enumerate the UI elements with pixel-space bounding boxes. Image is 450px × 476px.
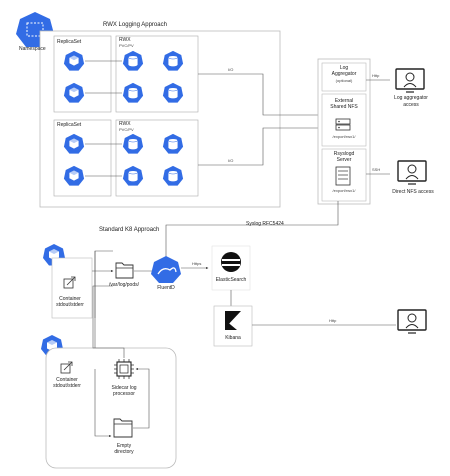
replicaset-box-2 [53, 119, 112, 197]
log-aggregator-label: Log [339, 65, 349, 71]
kibana-box [213, 305, 253, 347]
log-aggregator-box [321, 62, 367, 92]
empty-directory-label-1: Empty [116, 443, 132, 449]
nfs-access-user-icon [397, 160, 427, 185]
kibana-icon [225, 311, 241, 330]
sidecar-chip-icon [114, 359, 134, 379]
empty-directory-label-2: directory [114, 449, 134, 455]
rwx-volume-label-2: RWX [119, 121, 131, 127]
https-label: Https [192, 261, 202, 266]
nfs-label-2: Shared NFS [330, 104, 358, 110]
replicaset-box-1 [53, 35, 112, 113]
connector-line [133, 367, 150, 429]
ssh-label: SSH [372, 167, 381, 172]
elasticsearch-icon [221, 252, 241, 272]
container-label: Container [59, 296, 81, 302]
connector-line [94, 369, 112, 438]
kibana-http-label: Http [329, 318, 337, 323]
sidecar-container-output-icon [60, 361, 73, 374]
rsyslog-label-2: Server [336, 157, 352, 163]
varlog-label: /var/log/pods/ [108, 282, 140, 288]
elastic-label: ElasticSearch [215, 277, 247, 283]
namespace-label: Namespace [19, 46, 46, 52]
rsyslog-server-icon [335, 166, 351, 186]
fluentd-label: FluentD [157, 285, 175, 291]
log-access-user-icon [395, 68, 425, 93]
empty-directory-folder-icon [113, 418, 133, 438]
io-label-1: I/O [228, 67, 234, 72]
sidecar-pod-box [45, 347, 177, 469]
io-line-1 [198, 73, 330, 116]
container-output-icon [63, 276, 76, 289]
nfs-access-label: Direct NFS access [392, 189, 434, 195]
log-access-label-2: access [403, 102, 419, 108]
nfs-box [321, 93, 367, 147]
syslog-line [165, 201, 339, 258]
sidecar-container-label: Container [56, 377, 78, 383]
kibana-label: Kibana [225, 335, 241, 341]
fluentd-icon [151, 256, 181, 283]
replicaset-label-2: ReplicaSet [57, 122, 82, 128]
standard-title: Standard K8 Approach [99, 227, 160, 233]
rwx-volume-box-2 [115, 119, 199, 197]
sidecar-label-1: Sidecar log [111, 385, 137, 391]
replicaset-label-1: ReplicaSet [57, 39, 82, 45]
rwx-volume-label-1: RWX [119, 37, 131, 43]
rsyslog-label-1: Rsyslogd [333, 151, 355, 157]
kibana-user-icon [397, 309, 427, 334]
io-label-2: I/O [228, 158, 234, 163]
nfs-server-icon [335, 118, 351, 131]
varlog-folder-icon [115, 262, 134, 279]
sidecar-label-2: processor [113, 391, 135, 397]
nfs-path: /export/rwx1/ [332, 134, 356, 139]
log-aggregator-label-2: Aggregator [331, 71, 357, 77]
http-label: Http [372, 73, 380, 78]
connector-line [92, 285, 125, 358]
container-sublabel: stdout/stderr [56, 302, 84, 308]
rwx-approach-title: RWX Logging Approach [103, 22, 167, 28]
rwx-volume-sublabel-2: PVC/PV [119, 127, 134, 132]
io-line-2 [198, 127, 330, 166]
log-aggregator-optional: (optional) [335, 78, 353, 83]
rsyslog-path: /export/rwx1/ [332, 188, 356, 193]
nfs-label-1: External [334, 98, 354, 104]
log-access-label: Log aggregator [394, 95, 428, 101]
syslog-label: Syslog RFC5424 [246, 221, 284, 227]
sidecar-container-sublabel: stdout/stderr [53, 383, 81, 389]
rwx-volume-sublabel-1: PVC/PV [119, 43, 134, 48]
